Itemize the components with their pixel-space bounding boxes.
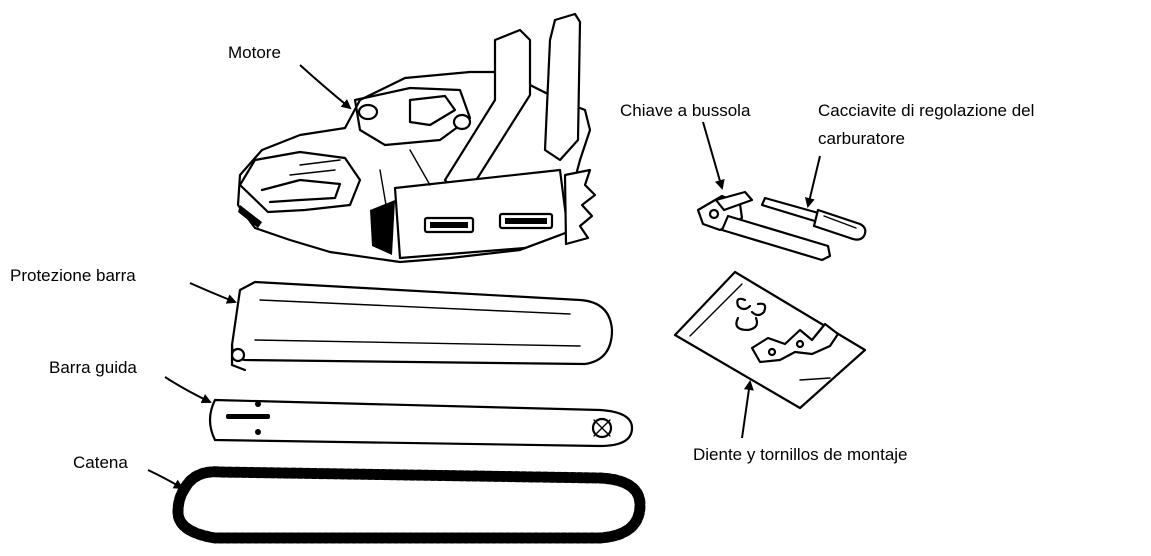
- parts-bag-icon: [673, 270, 867, 410]
- bar-cover-icon: [230, 280, 614, 372]
- label-cacciavite-line2: carburatore: [818, 129, 905, 148]
- label-barra-guida: Barra guida: [49, 358, 137, 377]
- label-cacciavite-line1: Cacciavite di regolazione del: [818, 101, 1034, 120]
- motore-arrow: [299, 64, 352, 110]
- protezione-barra-arrow: [189, 282, 237, 304]
- label-diente: Diente y tornillos de montaje: [693, 445, 908, 464]
- chain-icon: [172, 466, 646, 544]
- label-protezione-barra: Protezione barra: [10, 266, 136, 285]
- box-wrench-icon: [696, 190, 832, 262]
- diente-arrow: [741, 380, 754, 439]
- barra-guida-arrow: [164, 376, 212, 404]
- label-chiave-a-bussola: Chiave a bussola: [620, 101, 751, 120]
- chiave-arrow: [702, 121, 725, 190]
- leader-arrows: [147, 64, 821, 490]
- label-catena: Catena: [73, 453, 128, 472]
- cacciavite-arrow: [805, 155, 821, 208]
- label-motore: Motore: [228, 43, 281, 62]
- screwdriver-icon: [760, 196, 867, 241]
- chainsaw-engine-icon: [236, 12, 597, 264]
- guide-bar-icon: [208, 398, 634, 448]
- catena-arrow: [147, 469, 184, 490]
